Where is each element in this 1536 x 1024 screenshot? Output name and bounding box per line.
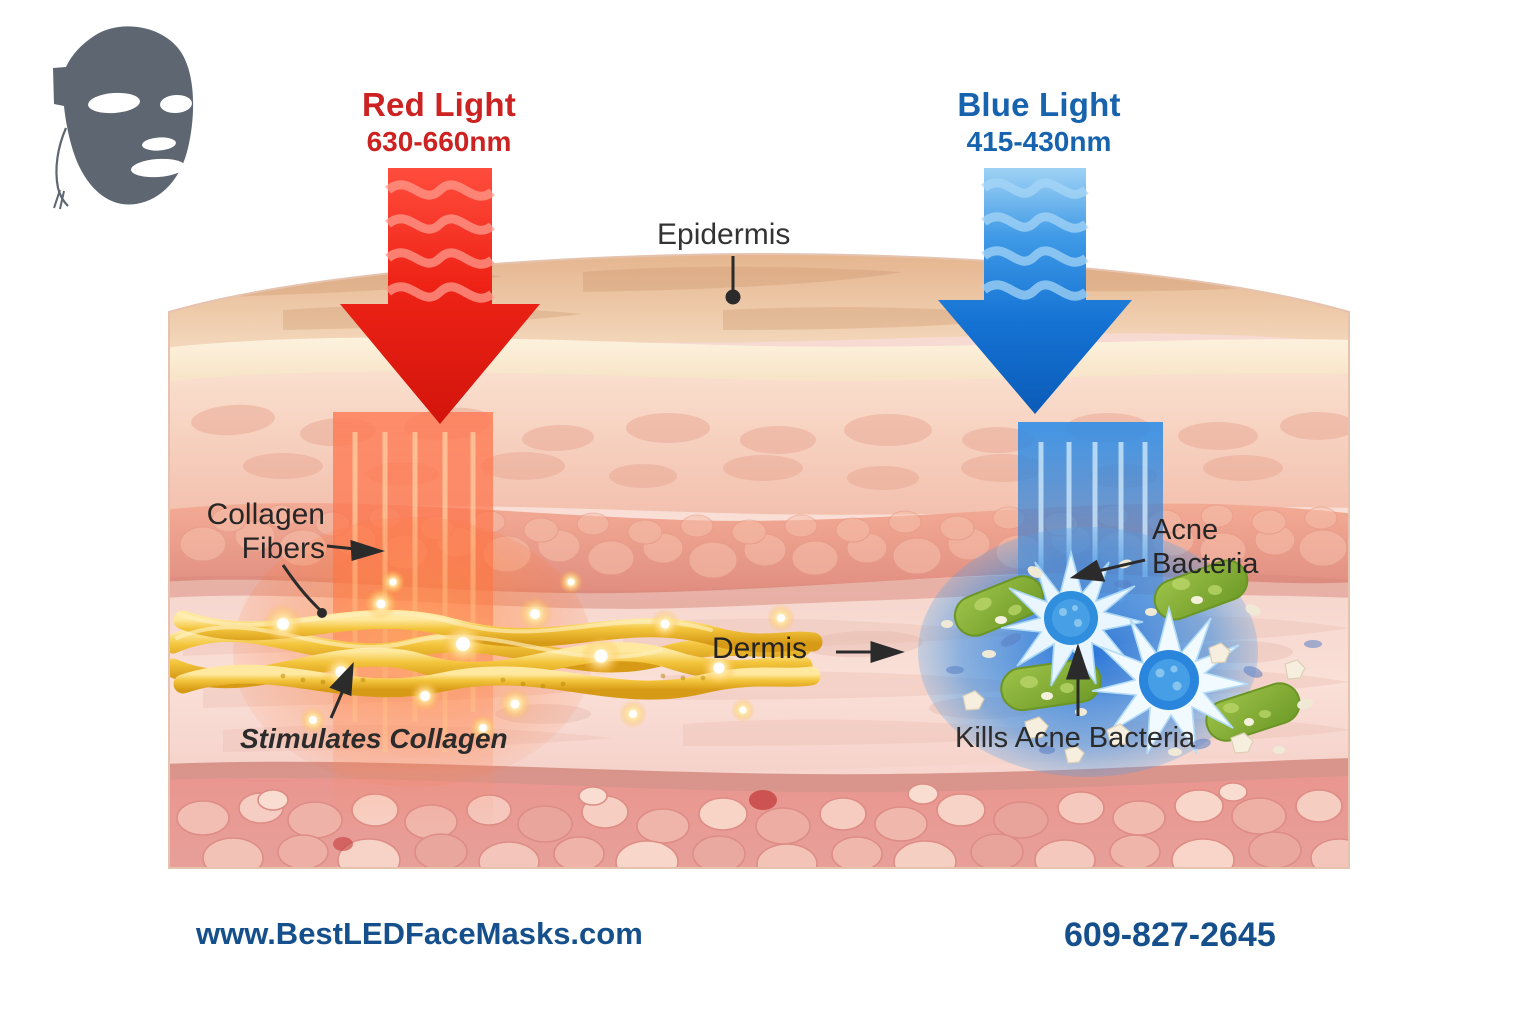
- blue-light-heading: Blue Light 415-430nm: [879, 86, 1199, 160]
- label-kills-acne-bacteria: Kills Acne Bacteria: [955, 722, 1196, 754]
- blue-light-wavelength: 415-430nm: [966, 125, 1112, 157]
- collagen-fibers-illustration: [169, 570, 823, 741]
- footer-phone-number[interactable]: 609-827-2645: [1064, 916, 1276, 954]
- red-light-heading: Red Light 630-660nm: [279, 86, 599, 160]
- bacteria-burst-icon: [1091, 604, 1249, 756]
- label-collagen-fibers: Collagen Fibers: [206, 498, 325, 565]
- label-acne-bacteria: Acne Bacteria: [1152, 514, 1259, 580]
- label-stimulates-collagen: Stimulates Collagen: [240, 723, 508, 754]
- led-face-mask-logo-icon: [53, 26, 194, 210]
- bacteria-burst-icon: [1000, 548, 1144, 687]
- footer-website-url[interactable]: www.BestLEDFaceMasks.com: [196, 916, 643, 951]
- label-dermis: Dermis: [712, 632, 807, 665]
- blue-light-arrow-icon: [938, 168, 1132, 414]
- red-light-title: Red Light: [362, 86, 516, 123]
- label-epidermis: Epidermis: [657, 218, 791, 251]
- red-light-arrow-icon: [340, 168, 540, 424]
- collagen-sparkles: [263, 570, 795, 741]
- acne-bacteria-illustration: [941, 548, 1322, 764]
- blue-light-title: Blue Light: [957, 86, 1121, 123]
- red-light-wavelength: 630-660nm: [366, 125, 512, 157]
